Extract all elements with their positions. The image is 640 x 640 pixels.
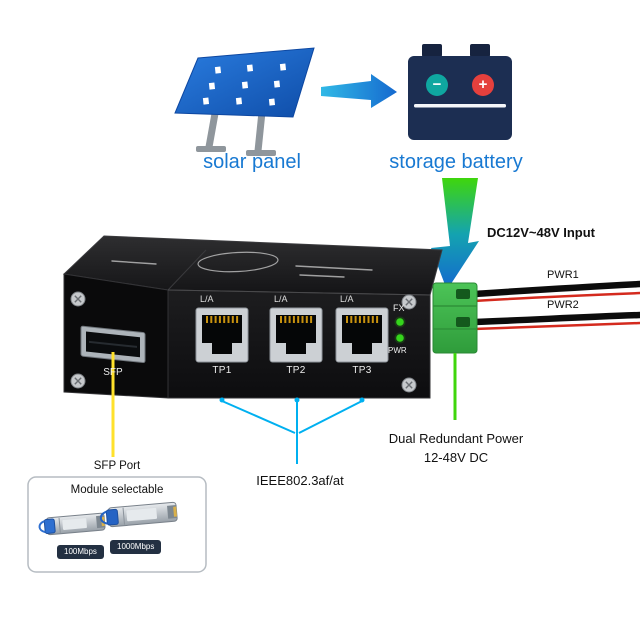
battery-illustration <box>408 44 512 140</box>
screw-icon <box>70 291 86 307</box>
solar-panel-foot <box>196 146 226 152</box>
device-illustration <box>62 235 443 399</box>
callout-line-cyan-tp1 <box>221 400 296 434</box>
solar-panel-cells <box>202 63 287 106</box>
rj45-port-tp2 <box>269 307 323 363</box>
device-front-edge-highlight <box>167 289 431 296</box>
link-activity-label-tp2: L/A <box>274 294 288 304</box>
tp2-port-label: TP2 <box>286 365 306 376</box>
sfp-port-callout-label: SFP Port <box>93 460 141 472</box>
battery-plus-sign: + <box>478 76 488 93</box>
pwr2-wire-label: PWR2 <box>547 299 579 311</box>
led-fx <box>394 316 406 328</box>
storage-battery-label: storage battery <box>389 151 523 173</box>
battery-minus-sign: − <box>432 76 442 93</box>
battery-terminal <box>470 44 490 57</box>
callout-lines <box>111 352 457 464</box>
arrow-battery-to-device <box>431 178 479 290</box>
rj45-pins <box>280 316 313 323</box>
screw-icon <box>70 373 86 389</box>
module-box-title: Module selectable <box>70 484 164 496</box>
rj45-pins <box>206 316 239 323</box>
solar-panel-label: solar panel <box>203 151 301 173</box>
speed-badge-100mbps: 100Mbps <box>57 545 104 559</box>
screw-icon <box>401 377 417 393</box>
solar-panel-foot <box>246 150 276 156</box>
terminal-block-green <box>432 282 478 354</box>
tp3-port-label: TP3 <box>352 365 372 376</box>
pwr-led-label: PWR <box>388 346 407 355</box>
callout-dot-cyan <box>294 397 300 403</box>
battery-plus-badge <box>472 74 494 96</box>
sfp-cage-label: SFP <box>103 367 123 378</box>
pwr1-wire-label: PWR1 <box>547 269 579 281</box>
battery-body <box>408 56 512 140</box>
device-top-ridge <box>167 249 207 291</box>
speed-badge-1000mbps: 1000Mbps <box>110 540 162 554</box>
rj45-port-tp3 <box>335 307 389 363</box>
rj45-pins <box>346 316 379 323</box>
arrow-solar-to-battery <box>321 74 397 108</box>
rj45-port-tp1 <box>195 307 249 363</box>
battery-terminal <box>422 44 442 57</box>
battery-minus-badge <box>426 74 448 96</box>
solar-panel-leg <box>254 111 266 152</box>
dual-power-label-line2: 12-48V DC <box>423 450 489 465</box>
power-wire-red <box>473 291 640 303</box>
sfp-module-100mbps <box>38 512 106 536</box>
dc-input-label: DC12V~48V Input <box>487 225 596 240</box>
link-activity-label-tp3: L/A <box>340 294 354 304</box>
device-top-branding <box>111 251 373 278</box>
link-activity-label-tp1: L/A <box>200 294 214 304</box>
fx-led-label: FX <box>393 303 405 313</box>
screw-icon <box>401 294 417 310</box>
sfp-module-1000mbps <box>99 501 178 528</box>
dual-power-label-line1: Dual Redundant Power <box>388 431 524 446</box>
power-wire-pwr1 <box>473 280 640 298</box>
terminal-hole <box>456 317 470 327</box>
callout-line-cyan-tp3 <box>298 400 363 434</box>
power-wire-red <box>473 321 640 331</box>
terminal-hole <box>456 289 470 299</box>
led-pwr <box>394 332 406 344</box>
solar-panel-illustration <box>174 47 315 156</box>
ieee-standard-label: IEEE802.3af/at <box>256 473 344 488</box>
power-wire-pwr2 <box>473 311 640 326</box>
tp1-port-label: TP1 <box>212 365 232 376</box>
power-wires <box>473 280 640 331</box>
sfp-cage <box>80 325 146 364</box>
battery-stripe <box>414 104 506 108</box>
